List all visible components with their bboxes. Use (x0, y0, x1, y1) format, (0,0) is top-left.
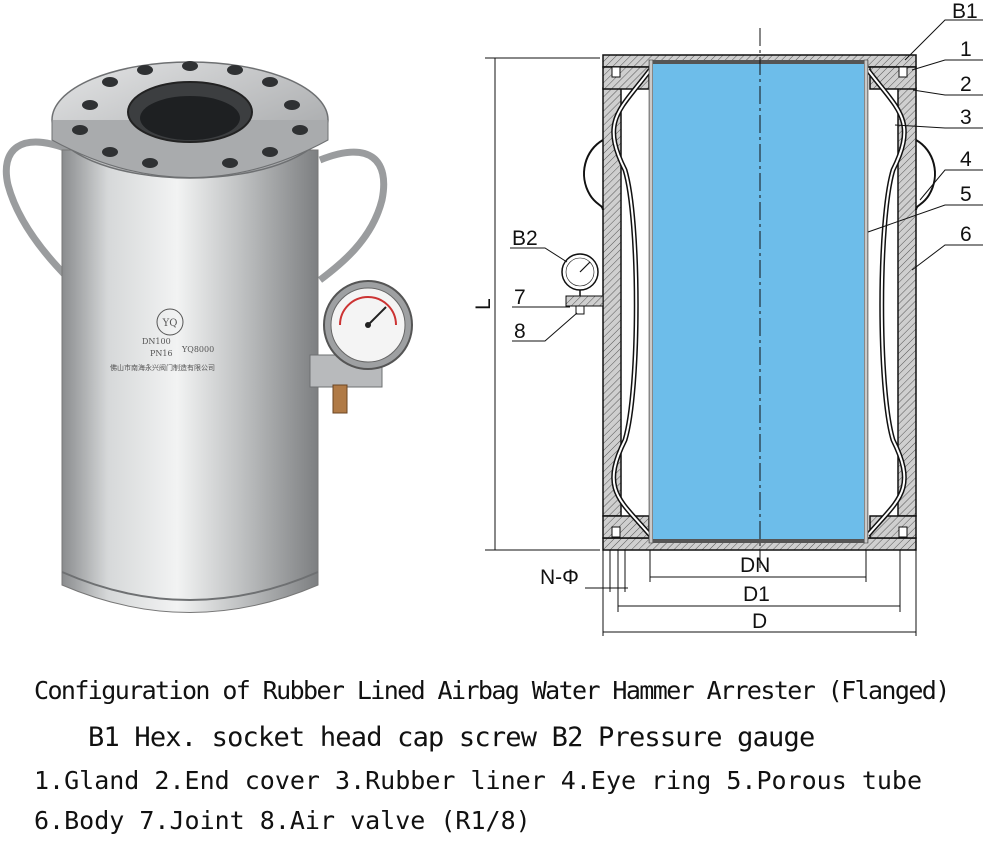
dimension-l (485, 57, 600, 551)
hex-screw-top-right (898, 66, 908, 78)
caption-legend-parts-2: 6.Body 7.Joint 8.Air valve (R1/8) (34, 806, 531, 835)
bottom-dimensions (585, 550, 917, 636)
callout-5: 5 (960, 183, 972, 206)
nameplate-line2: PN16 (150, 349, 173, 358)
logo-circle (156, 308, 184, 336)
flange-bolt-holes (72, 61, 308, 168)
callout-3: 3 (960, 106, 972, 129)
dimension-dn-label: DN (740, 554, 770, 577)
caption-title: Configuration of Rubber Lined Airbag Wat… (34, 676, 950, 705)
eye-ring-right (915, 139, 936, 211)
figure: YQ DN100 PN16 YQ8000 佛山市南海永兴阀门制造有限公司 (2, 0, 983, 636)
porous-tube-left (648, 59, 654, 544)
callout-6: 6 (960, 223, 972, 246)
left-leaders (510, 247, 578, 342)
callout-1: 1 (960, 38, 972, 61)
caption-legend-b: B1 Hex. socket head cap screw B2 Pressur… (88, 722, 815, 753)
callout-4: 4 (960, 148, 972, 171)
cylinder-body (61, 149, 319, 613)
hex-screw-top-left (611, 66, 621, 78)
hex-screw-bottom-right (898, 526, 908, 538)
callout-2: 2 (960, 73, 972, 96)
hex-screw-bottom-left (611, 526, 621, 538)
callout-b2: B2 (512, 227, 538, 250)
dimension-d-label: D (752, 610, 767, 633)
caption-legend-parts-1: 1.Gland 2.End cover 3.Rubber liner 4.Eye… (34, 766, 923, 795)
porous-tube-right (863, 59, 869, 544)
flange-bore-inner (140, 96, 240, 140)
air-valve-drawing (575, 305, 585, 315)
dimension-holes-label: N-Φ (540, 566, 579, 589)
nameplate: YQ DN100 PN16 YQ8000 佛山市南海永兴阀门制造有限公司 (110, 308, 215, 372)
flange-edge (51, 120, 329, 178)
right-leaders (867, 19, 983, 271)
air-valve (332, 384, 348, 414)
bottom-rim (61, 571, 319, 601)
dimension-l-label: L (472, 298, 495, 310)
joint (565, 295, 604, 307)
right-handle (317, 148, 388, 283)
nameplate-line1: DN100 (142, 337, 171, 346)
nameplate-maker: 佛山市南海永兴阀门制造有限公司 (110, 363, 215, 372)
water-bore (653, 60, 864, 543)
product-photo: YQ DN100 PN16 YQ8000 佛山市南海永兴阀门制造有限公司 (2, 61, 413, 613)
section-drawing: B1 1 2 3 4 5 6 B2 7 8 L DN D1 D N-Φ (472, 0, 983, 636)
left-handle (2, 138, 73, 283)
logo-text: YQ (162, 318, 178, 329)
callout-8: 8 (514, 320, 526, 343)
nameplate-model: YQ8000 (181, 345, 214, 354)
dimension-d1-label: D1 (743, 583, 770, 606)
eye-ring-left (583, 139, 604, 211)
callout-b1: B1 (952, 0, 978, 23)
callout-7: 7 (514, 286, 526, 309)
